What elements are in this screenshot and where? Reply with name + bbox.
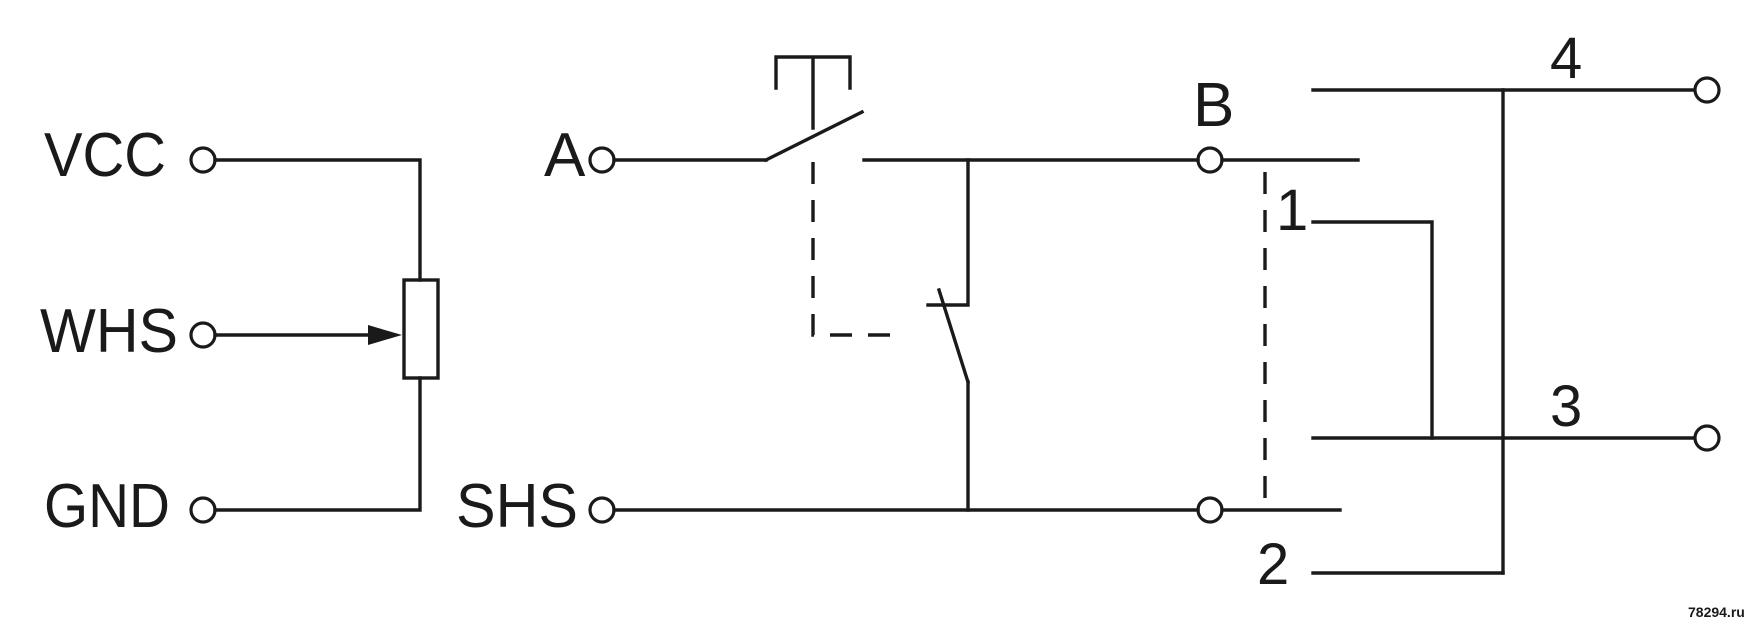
- vcc-wire: [213, 158, 422, 282]
- pin-4-terminal: [1693, 76, 1721, 104]
- whs-label: WHS: [40, 297, 178, 366]
- pin-4-label: 4: [1550, 26, 1582, 91]
- no-contact-blade: [763, 109, 865, 163]
- shs-left-terminal: [588, 496, 616, 524]
- shs-right-terminal: [1196, 496, 1224, 524]
- b-terminal: [1196, 146, 1224, 174]
- resistor-body: [402, 278, 440, 380]
- pin-3-label: 3: [1550, 374, 1582, 439]
- push-button-icon: [774, 55, 852, 130]
- watermark: 78294.ru: [1688, 604, 1745, 620]
- wiper-arrow-icon: [368, 325, 402, 345]
- contact-section: 1 2 3 4: [1257, 26, 1721, 597]
- nc-top-wire: [926, 158, 970, 307]
- pin-1-label: 1: [1276, 178, 1308, 243]
- shs-label: SHS: [456, 472, 578, 541]
- mechanical-linkage: [811, 162, 906, 337]
- nc-contact-blade: [936, 287, 971, 385]
- gnd-terminal: [189, 496, 217, 524]
- gnd-label: GND: [44, 472, 170, 541]
- switch-section: A B SHS: [456, 55, 1360, 541]
- pin-2-label: 2: [1257, 532, 1289, 597]
- vcc-terminal: [189, 146, 217, 174]
- pin-3-terminal: [1693, 424, 1721, 452]
- whs-terminal: [189, 321, 217, 349]
- vcc-label: VCC: [44, 121, 166, 190]
- pin-1-wire: [1311, 220, 1434, 440]
- gnd-wire: [213, 376, 422, 512]
- b-label: B: [1193, 71, 1234, 140]
- a-terminal: [588, 146, 616, 174]
- potentiometer-section: VCC WHS GND: [40, 121, 440, 541]
- a-label: A: [544, 121, 586, 190]
